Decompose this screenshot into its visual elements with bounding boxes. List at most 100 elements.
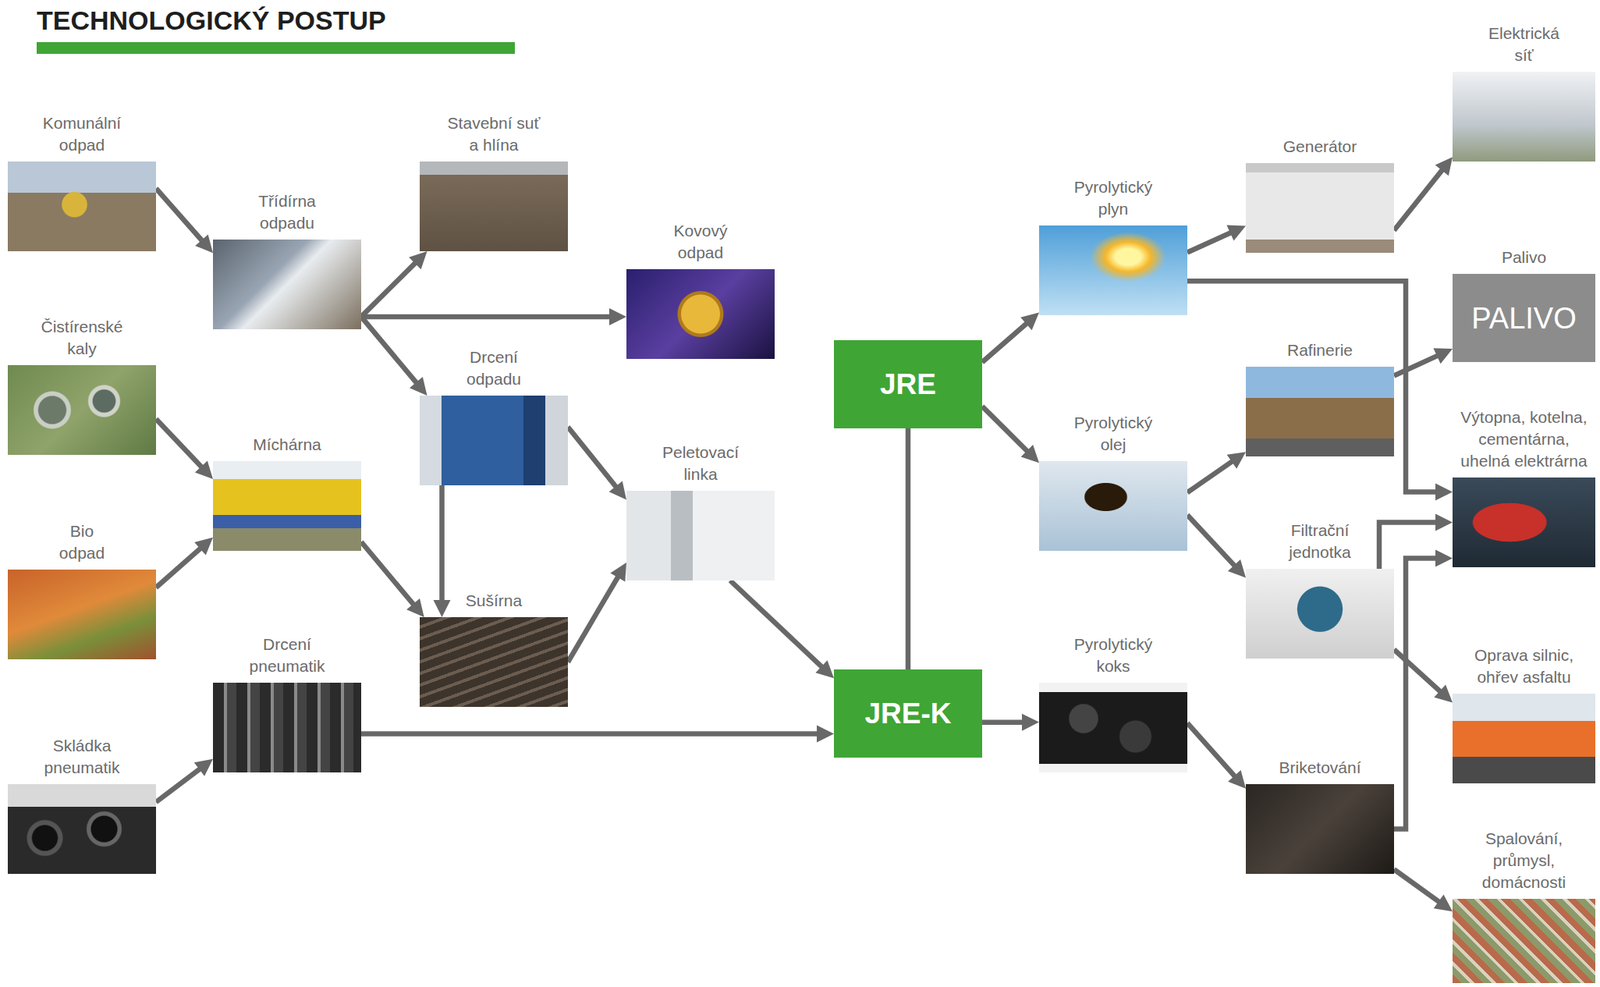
flow-arrow xyxy=(156,418,213,479)
photo-box: Bio odpad xyxy=(7,569,157,660)
node-label: Sušírna xyxy=(443,589,545,612)
flow-arrow xyxy=(567,562,627,663)
arrow-head xyxy=(1226,225,1246,242)
flow-line xyxy=(1394,558,1437,830)
photo-box: Briketování xyxy=(1245,784,1395,874)
arrow-head xyxy=(1433,894,1453,912)
flow-line xyxy=(156,547,202,588)
node-label: Čistírenské kaly xyxy=(31,315,133,360)
arrow-head xyxy=(409,376,428,396)
process-box: JRE-K xyxy=(833,669,983,758)
arrow-head xyxy=(408,251,427,270)
flow-arrow xyxy=(156,759,213,802)
flow-line xyxy=(439,485,445,602)
node-label: Stavební suť a hlína xyxy=(443,112,545,157)
flow-line xyxy=(1394,169,1444,231)
node-label: Pyrolytický plyn xyxy=(1062,176,1164,220)
node-label: Výtopna, kotelna, cementárna, uhelná ele… xyxy=(1454,406,1595,472)
flow-arrow xyxy=(361,724,834,742)
process-box: JRE xyxy=(833,340,983,429)
flow-line xyxy=(567,426,617,488)
node-label: Palivo xyxy=(1473,246,1576,269)
photo-box: Peletovací linka xyxy=(626,490,775,581)
arrow-head xyxy=(1021,713,1040,731)
flow-arrow xyxy=(1187,280,1453,501)
title-bar xyxy=(36,42,515,54)
arrow-head xyxy=(610,562,627,582)
flow-line xyxy=(1187,514,1235,567)
photo-box: Stavební suť a hlína xyxy=(419,161,568,252)
photo-box: Pyrolytický olej xyxy=(1039,461,1188,551)
arrow-head xyxy=(433,599,451,618)
flow-arrow xyxy=(982,312,1040,363)
arrow-head xyxy=(815,659,834,678)
flow-arrow xyxy=(1394,347,1453,376)
diagram-title: TECHNOLOGICKÝ POSTUP xyxy=(36,4,387,36)
photo-box: Pyrolytický koks xyxy=(1039,682,1188,773)
flow-line xyxy=(361,314,611,320)
arrow-head xyxy=(1433,347,1453,364)
flow-arrow xyxy=(1394,156,1453,231)
flow-arrow xyxy=(730,580,834,678)
node-label: Skládka pneumatik xyxy=(31,734,133,779)
arrow-head xyxy=(195,460,213,479)
node-label: Bio odpad xyxy=(50,520,114,565)
node-label: Pyrolytický koks xyxy=(1062,633,1164,678)
flow-line xyxy=(156,188,203,242)
node-label: Rafinerie xyxy=(1269,339,1371,362)
photo-box: Generátor xyxy=(1245,163,1395,253)
photo-box: Drcení odpadu xyxy=(419,395,568,486)
node-text: JRE-K xyxy=(864,696,951,731)
arrow-head xyxy=(816,724,834,742)
flow-line xyxy=(982,322,1028,363)
flow-arrow xyxy=(908,428,909,670)
node-label: Pyrolytický olej xyxy=(1062,411,1164,456)
flow-arrow xyxy=(1187,723,1246,789)
node-label: Briketování xyxy=(1269,756,1371,779)
flow-arrow xyxy=(982,406,1040,464)
node-label: Drcení pneumatik xyxy=(236,633,338,678)
arrow-head xyxy=(1435,482,1453,501)
node-label: Peletovací linka xyxy=(649,441,752,486)
flow-line xyxy=(1187,232,1232,253)
flow-arrow xyxy=(1187,225,1246,253)
arrow-head xyxy=(194,759,213,777)
node-label: Drcení odpadu xyxy=(450,346,537,391)
node-label: Elektrická síť xyxy=(1482,22,1565,67)
flow-line xyxy=(1394,649,1441,693)
arrow-head xyxy=(406,598,425,618)
flow-arrow xyxy=(567,426,627,500)
flow-line xyxy=(1187,723,1236,777)
arrow-head xyxy=(1021,444,1040,463)
arrow-head xyxy=(195,234,213,253)
node-label: Kovový odpad xyxy=(657,219,744,264)
flow-arrow xyxy=(361,308,627,326)
node-label: Filtrační jednotka xyxy=(1269,519,1371,564)
photo-box: Spalování, průmysl, domácnosti xyxy=(1452,898,1596,983)
arrow-head xyxy=(1020,312,1040,331)
flow-arrow xyxy=(1187,514,1246,579)
flow-arrow xyxy=(433,485,451,618)
photo-box: Kovový odpad xyxy=(626,269,775,359)
photo-box: Třídírna odpadu xyxy=(212,239,362,330)
node-label: Generátor xyxy=(1269,135,1371,158)
flow-arrow xyxy=(1394,549,1453,830)
flow-arrow xyxy=(361,316,428,396)
photo-box: Elektrická síť xyxy=(1452,71,1596,162)
flow-arrow xyxy=(982,713,1040,731)
arrow-head xyxy=(609,308,627,326)
flow-line xyxy=(1394,869,1441,902)
photo-box: Komunální odpad xyxy=(7,161,157,252)
arrow-head xyxy=(1435,549,1453,568)
flow-arrow xyxy=(1394,869,1453,912)
flow-line xyxy=(361,730,819,737)
photo-box: Oprava silnic, ohřev asfaltu xyxy=(1452,693,1596,784)
arrow-head xyxy=(194,537,213,556)
photo-box: Drcení pneumatik xyxy=(212,682,362,773)
flow-arrow xyxy=(1187,451,1246,493)
flow-line xyxy=(1394,354,1439,376)
flow-line xyxy=(730,580,823,668)
flow-arrow xyxy=(156,188,213,254)
output-box: PalivoPALIVO xyxy=(1452,273,1596,362)
